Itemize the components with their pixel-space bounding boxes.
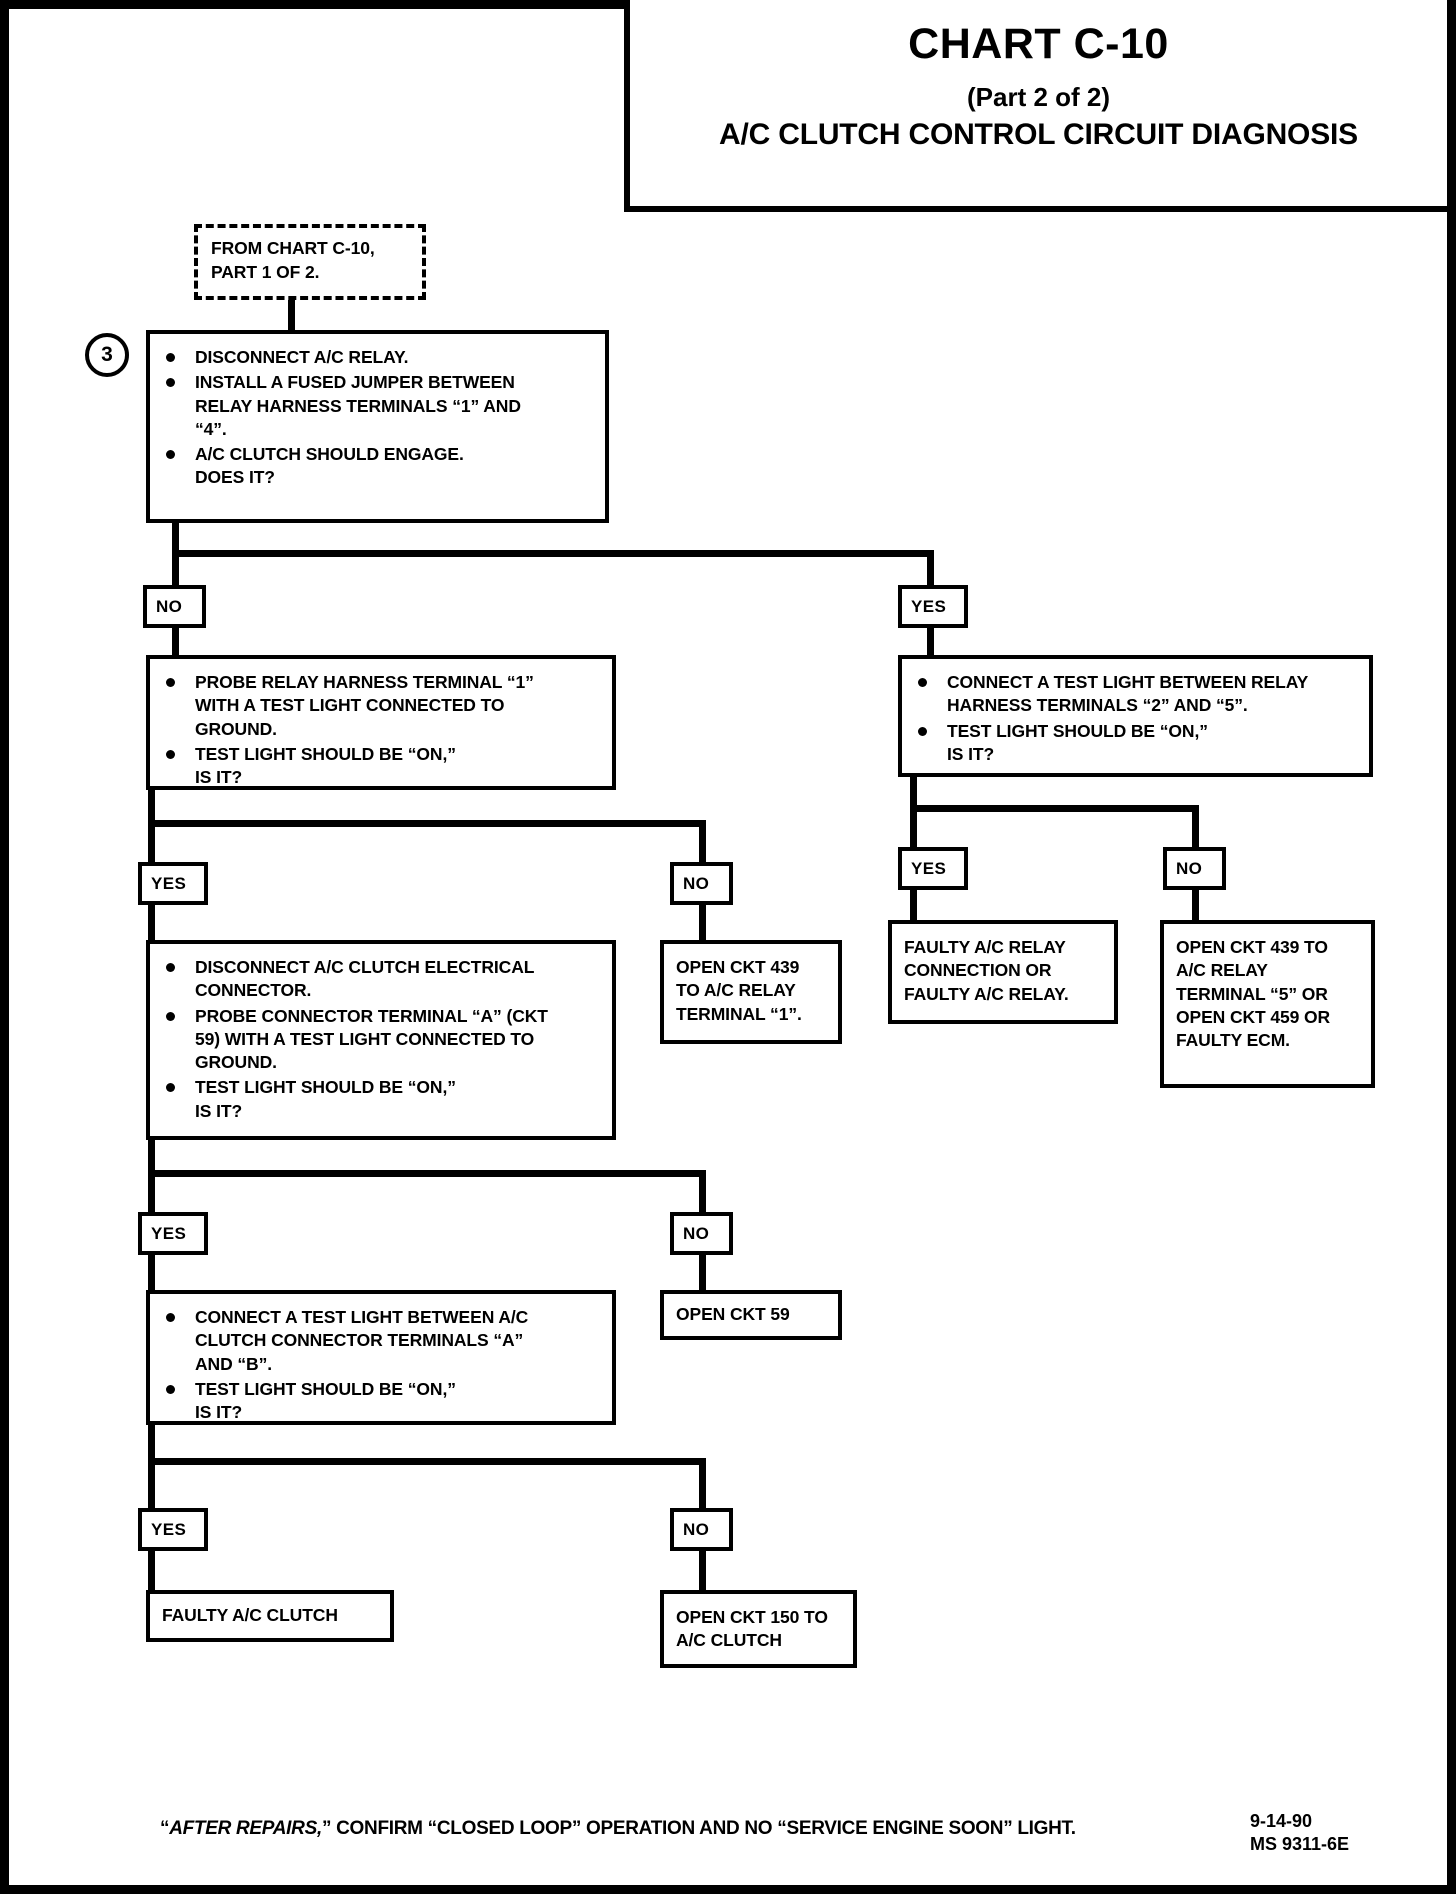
footer-doc-number: MS 9311-6E <box>1250 1834 1350 1855</box>
chart-title: CHART C-10 <box>908 20 1169 68</box>
footer-note: “AFTER REPAIRS,” CONFIRM “CLOSED LOOP” O… <box>160 1818 1076 1839</box>
open439ecm-line-5: FAULTY ECM. <box>1176 1030 1290 1051</box>
connector-clutchterm-stub <box>148 1425 155 1463</box>
branch-label-no-step3: NO <box>143 585 206 628</box>
open59-line-1: OPEN CKT 59 <box>676 1304 790 1324</box>
open439-line-2: TO A/C RELAY <box>676 980 796 1001</box>
chart-part-label: (Part 2 of 2) <box>966 82 1111 113</box>
clutch-connector-bullet-2: PROBE CONNECTOR TERMINAL “A” (CKT 59) WI… <box>164 1005 602 1075</box>
open439-line-3: TERMINAL “1”. <box>676 1003 802 1024</box>
connector-clutchterm-to-yes <box>148 1458 155 1510</box>
title-block: CHART C-10 (Part 2 of 2) A/C CLUTCH CONT… <box>624 0 1447 212</box>
connector-relay-testlight-bus <box>910 805 1199 812</box>
connector-probe-stub <box>148 790 155 826</box>
connect-test-light-relay-box: CONNECT A TEST LIGHT BETWEEN RELAY HARNE… <box>898 655 1373 777</box>
connector-entry-to-step3 <box>288 300 295 332</box>
branch-label-yes-clutchterm: YES <box>138 1508 208 1551</box>
connector-probe-to-no <box>699 820 706 865</box>
chart-subtitle: A/C CLUTCH CONTROL CIRCUIT DIAGNOSIS <box>719 117 1358 151</box>
connector-clutchterm-to-no <box>699 1458 706 1510</box>
connector-yes-to-faulty-clutch <box>148 1551 155 1593</box>
clutch-connector-bullet-1: DISCONNECT A/C CLUTCH ELECTRICAL CONNECT… <box>164 956 602 1003</box>
entry-line-1: FROM CHART C-10, <box>211 238 375 258</box>
step3-bullet-2: INSTALL A FUSED JUMPER BETWEEN RELAY HAR… <box>164 371 595 441</box>
open-ckt-59-box: OPEN CKT 59 <box>660 1290 842 1340</box>
connector-no-to-probe-box <box>172 628 179 658</box>
open-ckt-439-ecm-box: OPEN CKT 439 TO A/C RELAY TERMINAL “5” O… <box>1160 920 1375 1088</box>
branch-label-yes-clutchconn: YES <box>138 1212 208 1255</box>
connector-no-to-open59 <box>699 1255 706 1293</box>
faulty-relay-line-2: CONNECTION OR <box>904 960 1052 981</box>
footer-date-value: 9-14-90 <box>1250 1811 1313 1831</box>
connector-clutchconn-to-no <box>699 1170 706 1215</box>
branch-label-no-relay: NO <box>1163 847 1226 890</box>
connector-yes-to-faulty-relay <box>910 890 917 920</box>
clutch-connector-bullet-3: TEST LIGHT SHOULD BE “ON,” IS IT? <box>164 1076 602 1123</box>
connector-clutchconn-stub <box>148 1140 155 1176</box>
connector-yes-to-testlight-box <box>927 628 934 658</box>
connector-step3-stub <box>172 523 179 557</box>
connector-probe-to-yes <box>148 820 155 865</box>
entry-connector-box: FROM CHART C-10, PART 1 OF 2. <box>194 224 426 300</box>
open439ecm-line-2: A/C RELAY <box>1176 960 1268 981</box>
page-border-right <box>1447 0 1456 1894</box>
connector-step3-bus <box>172 550 934 557</box>
connector-no-to-open439-ecm <box>1192 890 1199 920</box>
connector-no-to-open150 <box>699 1551 706 1593</box>
relay-testlight-bullet-2: TEST LIGHT SHOULD BE “ON,” IS IT? <box>916 720 1359 767</box>
probe-relay-terminal-box: PROBE RELAY HARNESS TERMINAL “1” WITH A … <box>146 655 616 790</box>
branch-label-no-probe: NO <box>670 862 733 905</box>
footer-note-emphasis: AFTER REPAIRS, <box>169 1818 322 1839</box>
branch-label-yes-relay: YES <box>898 847 968 890</box>
connector-clutchterm-bus <box>148 1458 706 1465</box>
faulty-clutch-line-1: FAULTY A/C CLUTCH <box>162 1605 338 1625</box>
connector-relay-to-yes <box>910 805 917 850</box>
connector-relay-testlight-stub <box>910 777 917 811</box>
connector-yes-to-clutch-terminals <box>148 1255 155 1293</box>
connect-test-light-clutch-box: CONNECT A TEST LIGHT BETWEEN A/C CLUTCH … <box>146 1290 616 1425</box>
open150-line-1: OPEN CKT 150 TO <box>676 1607 828 1627</box>
clutch-terminals-bullet-2: TEST LIGHT SHOULD BE “ON,” IS IT? <box>164 1378 602 1425</box>
branch-label-yes-step3: YES <box>898 585 968 628</box>
clutch-terminals-bullet-1: CONNECT A TEST LIGHT BETWEEN A/C CLUTCH … <box>164 1306 602 1376</box>
footer-document-id: 9-14-90 MS 9311-6E <box>1250 1810 1349 1857</box>
faulty-clutch-box: FAULTY A/C CLUTCH <box>146 1590 394 1642</box>
connector-step3-to-no <box>172 550 179 587</box>
branch-label-no-clutchterm: NO <box>670 1508 733 1551</box>
faulty-relay-line-3: FAULTY A/C RELAY. <box>904 983 1069 1004</box>
faulty-relay-line-1: FAULTY A/C RELAY <box>904 937 1066 957</box>
open-ckt-150-box: OPEN CKT 150 TO A/C CLUTCH <box>660 1590 857 1668</box>
step-number-3: 3 <box>85 333 129 377</box>
connector-step3-to-yes <box>927 550 934 587</box>
probe-bullet-1: PROBE RELAY HARNESS TERMINAL “1” WITH A … <box>164 671 602 741</box>
open439ecm-line-3: TERMINAL “5” OR <box>1176 983 1328 1004</box>
probe-bullet-2: TEST LIGHT SHOULD BE “ON,” IS IT? <box>164 743 602 790</box>
connector-yes-to-clutch-connector <box>148 905 155 943</box>
page-border-left <box>0 0 9 1894</box>
open439ecm-line-4: OPEN CKT 459 OR <box>1176 1006 1331 1027</box>
branch-label-yes-probe: YES <box>138 862 208 905</box>
page-border-bottom <box>0 1885 1456 1894</box>
open150-line-2: A/C CLUTCH <box>676 1630 782 1651</box>
disconnect-clutch-connector-box: DISCONNECT A/C CLUTCH ELECTRICAL CONNECT… <box>146 940 616 1140</box>
connector-relay-to-no <box>1192 805 1199 850</box>
branch-label-no-clutchconn: NO <box>670 1212 733 1255</box>
connector-no-to-open439 <box>699 905 706 943</box>
entry-line-2: PART 1 OF 2. <box>211 262 320 283</box>
step3-bullet-1: DISCONNECT A/C RELAY. <box>164 346 595 369</box>
step3-instruction-box: DISCONNECT A/C RELAY. INSTALL A FUSED JU… <box>146 330 609 523</box>
open-ckt-439-terminal1-box: OPEN CKT 439 TO A/C RELAY TERMINAL “1”. <box>660 940 842 1044</box>
connector-probe-bus <box>148 820 706 827</box>
faulty-relay-connection-box: FAULTY A/C RELAY CONNECTION OR FAULTY A/… <box>888 920 1118 1024</box>
open439-line-1: OPEN CKT 439 <box>676 957 800 977</box>
step3-bullet-3: A/C CLUTCH SHOULD ENGAGE. DOES IT? <box>164 443 595 490</box>
relay-testlight-bullet-1: CONNECT A TEST LIGHT BETWEEN RELAY HARNE… <box>916 671 1359 718</box>
open439ecm-line-1: OPEN CKT 439 TO <box>1176 937 1328 957</box>
connector-clutchconn-to-yes <box>148 1170 155 1215</box>
connector-clutchconn-bus <box>148 1170 706 1177</box>
